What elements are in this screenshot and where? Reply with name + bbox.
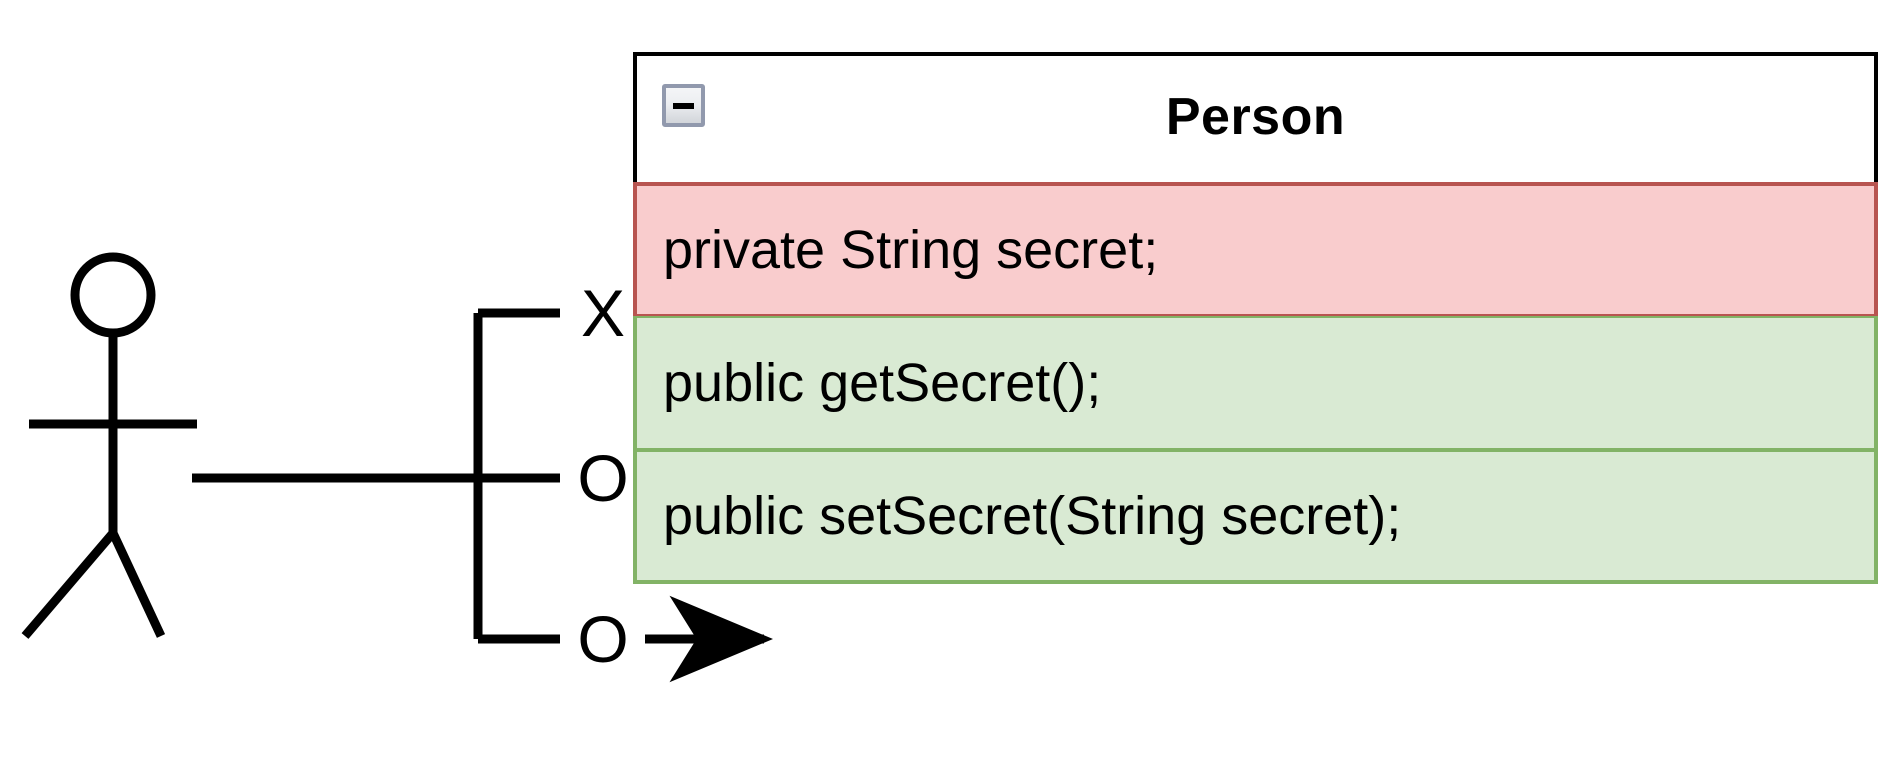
class-header: Person	[633, 52, 1878, 182]
member-label: private String secret;	[663, 220, 1159, 280]
minus-icon	[673, 102, 694, 109]
marker-x-private: X	[581, 276, 625, 350]
class-title: Person	[1165, 88, 1346, 146]
stick-figure-actor	[21, 252, 197, 639]
member-label: public setSecret(String secret);	[663, 486, 1402, 546]
class-member-row-setter[interactable]: public setSecret(String secret);	[633, 450, 1878, 584]
marker-o-setter: O	[577, 602, 628, 676]
collapse-button[interactable]	[662, 84, 705, 127]
actor-leg-left-line	[21, 530, 117, 639]
actor-head-icon	[70, 252, 156, 338]
marker-o-getter: O	[577, 441, 628, 515]
uml-class-box: Person private String secret; public get…	[633, 52, 1878, 584]
class-member-row-getter[interactable]: public getSecret();	[633, 316, 1878, 450]
actor-leg-right-line	[108, 531, 166, 638]
class-member-row-private[interactable]: private String secret;	[633, 182, 1878, 316]
member-label: public getSecret();	[663, 353, 1102, 413]
